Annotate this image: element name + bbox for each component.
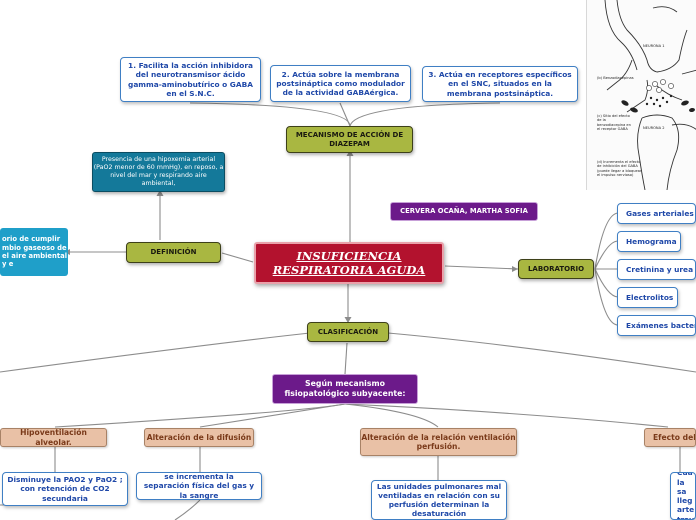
neuron-1-label: NEURONA 1 <box>643 44 665 48</box>
laboratory-title[interactable]: LABORATORIO <box>518 259 594 279</box>
lab-item-gases[interactable]: Gases arteriales <box>617 203 696 224</box>
author-badge[interactable]: CERVERA OCAÑA, MARTHA SOFIA <box>390 202 538 221</box>
benzodiazepine-label: (b) Benzodiacepinas <box>597 76 634 80</box>
mechanism-item-2[interactable]: 2. Actúa sobre la membrana postsináptica… <box>270 65 411 102</box>
definition-side-text[interactable]: orio de cumplir mbio gaseoso de el aire … <box>0 228 68 276</box>
detail-ventilation-perfusion[interactable]: Las unidades pulmonares mal ventiladas e… <box>371 480 507 520</box>
type-ventilation-perfusion[interactable]: Alteración de la relación ventilación pe… <box>360 428 517 456</box>
mechanism-title[interactable]: MECANISMO DE ACCIÓN DE DIAZEPAM <box>286 126 413 153</box>
synapse-illustration <box>604 0 696 190</box>
type-diffusion[interactable]: Alteración de la difusión <box>144 428 254 447</box>
gaba-effect-label: (d) Incrementa el efecto de inhibición d… <box>597 160 642 177</box>
receptor-site-label: (c) Sitio del efecto de la benzodiacepin… <box>597 114 631 131</box>
definition-text[interactable]: Presencia de una hipoxemia arterial (PaO… <box>92 152 225 192</box>
mechanism-item-3[interactable]: 3. Actúa en receptores específicos en el… <box>422 66 578 102</box>
type-shunt[interactable]: Efecto del s <box>644 428 696 447</box>
definition-title[interactable]: DEFINICIÓN <box>126 242 221 263</box>
neuron-diagram-image: NEURONA 1 (b) Benzodiacepinas (c) Sitio … <box>586 0 696 190</box>
central-topic[interactable]: INSUFICIENCIA RESPIRATORIA AGUDA <box>254 242 444 284</box>
lab-item-electrolitos[interactable]: Electrolitos <box>617 287 678 308</box>
lab-item-hemograma[interactable]: Hemograma <box>617 231 681 252</box>
lab-item-examenes[interactable]: Exámenes bacteriológicos <box>617 315 696 336</box>
classification-subtitle[interactable]: Según mecanismo fisiopatológico subyacen… <box>272 374 418 404</box>
lab-item-creatinina[interactable]: Cretinina y urea <box>617 259 696 280</box>
detail-shunt[interactable]: Cua la sa lleg arte trav <box>670 472 696 520</box>
detail-hypoventilation[interactable]: Disminuye la PAO2 y PaO2 ; con retención… <box>2 472 128 506</box>
classification-title[interactable]: CLASIFICACIÓN <box>307 322 389 342</box>
type-hypoventilation[interactable]: Hipoventilación alveolar. <box>0 428 107 447</box>
mechanism-item-1[interactable]: 1. Facilita la acción inhibidora del neu… <box>120 57 261 102</box>
neuron-2-label: NEURONA 2 <box>643 126 665 130</box>
detail-diffusion[interactable]: se incrementa la separación física del g… <box>136 472 262 500</box>
